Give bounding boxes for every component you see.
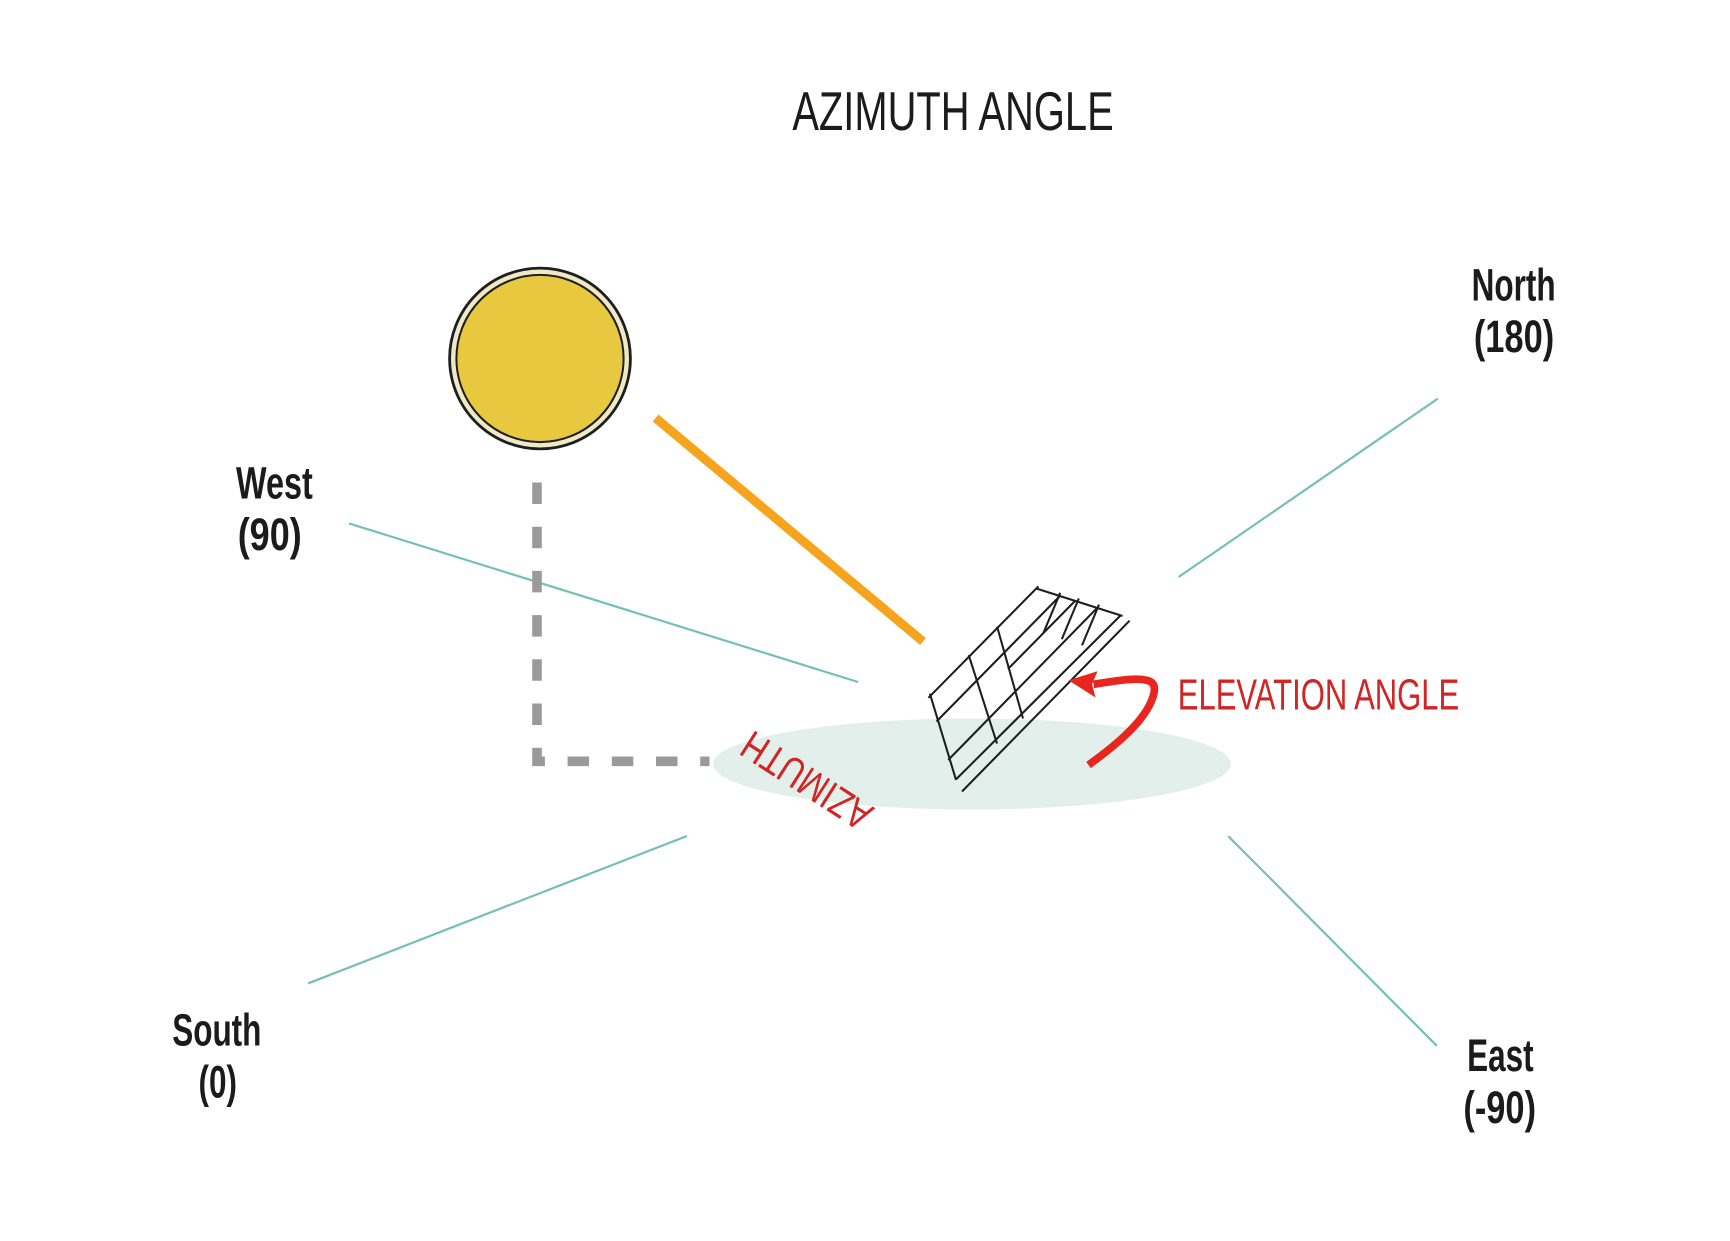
svg-text:East: East [1467,1032,1534,1082]
svg-text:(90): (90) [238,509,302,560]
svg-text:AZIMUTH ANGLE: AZIMUTH ANGLE [792,82,1113,143]
svg-text:West: West [236,459,313,508]
svg-text:(0): (0) [199,1058,237,1108]
svg-text:North: North [1472,261,1556,311]
svg-text:(180): (180) [1474,313,1554,362]
svg-text:ELEVATION ANGLE: ELEVATION ANGLE [1178,671,1459,720]
svg-text:(-90): (-90) [1463,1084,1536,1133]
svg-text:South: South [172,1006,261,1056]
